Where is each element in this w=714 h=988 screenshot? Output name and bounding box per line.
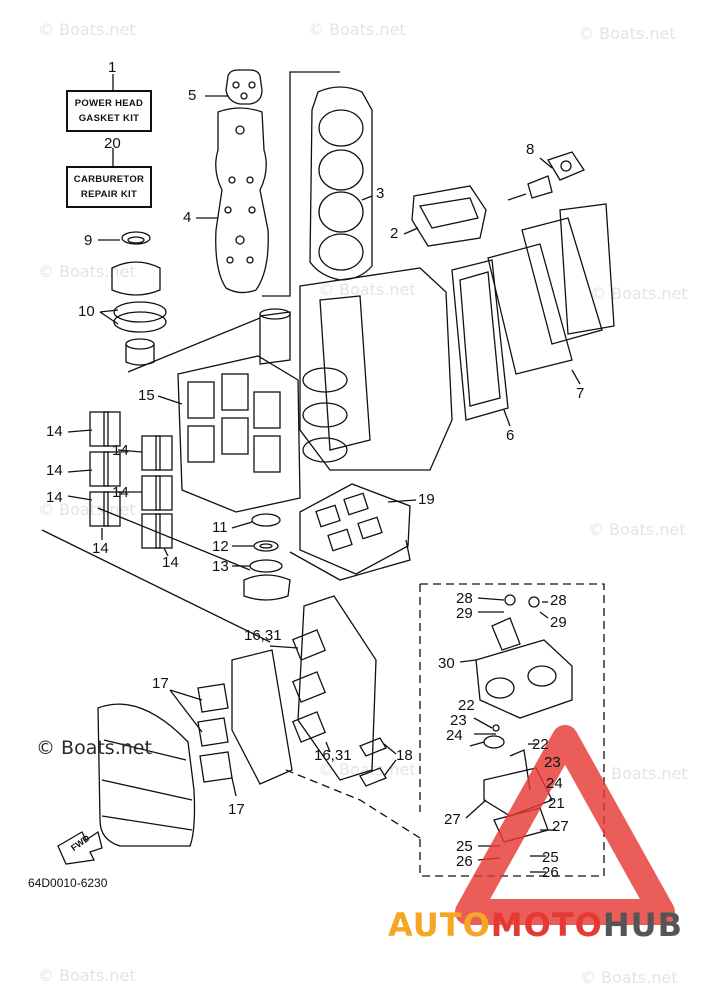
kit-line: GASKET KIT xyxy=(78,113,140,124)
callout-25: 25 xyxy=(456,838,473,855)
watermark: © Boats.net xyxy=(588,520,686,539)
callout-13: 13 xyxy=(212,558,229,575)
brand-part: HUB xyxy=(602,906,684,944)
callout-17: 17 xyxy=(152,675,169,692)
crankcase-part-15 xyxy=(177,355,301,513)
kit-line: POWER HEAD xyxy=(74,98,144,109)
callout-17: 17 xyxy=(228,801,245,818)
callout-23: 23 xyxy=(450,712,467,729)
watermark: © Boats.net xyxy=(308,20,406,39)
callout-14: 14 xyxy=(92,540,109,557)
watermark: © Boats.net xyxy=(590,764,688,783)
callout-14: 14 xyxy=(46,462,63,479)
watermark: © Boats.net xyxy=(318,760,416,779)
callout-12: 12 xyxy=(212,538,229,555)
callout-2: 2 xyxy=(390,225,399,242)
callout-21: 21 xyxy=(548,795,565,812)
callout-28: 28 xyxy=(456,590,473,607)
callout-14: 14 xyxy=(46,489,63,506)
cover-part-7 xyxy=(487,203,615,375)
cylinder-gasket-part-3 xyxy=(309,86,373,281)
callout-15: 15 xyxy=(138,387,155,404)
watermark: © Boats.net xyxy=(38,966,136,985)
callout-3: 3 xyxy=(376,185,385,202)
callout-28: 28 xyxy=(550,592,567,609)
carburetor-body xyxy=(475,594,573,719)
callout-27: 27 xyxy=(552,818,569,835)
callout-6: 6 xyxy=(506,427,515,444)
callout-30: 30 xyxy=(438,655,455,672)
callout-19: 19 xyxy=(418,491,435,508)
callout-24: 24 xyxy=(546,775,563,792)
callout-27: 27 xyxy=(444,811,461,828)
watermark: © Boats.net xyxy=(590,284,688,303)
watermark: © Boats.net xyxy=(318,280,416,299)
callout-20: 20 xyxy=(104,135,121,152)
copyright-text: © Boats.net xyxy=(36,737,152,759)
silencer-cover xyxy=(97,703,196,847)
callout-26: 26 xyxy=(542,864,559,881)
callout-16-31: 16,31 xyxy=(314,747,352,764)
watermark: © Boats.net xyxy=(38,262,136,281)
callout-25: 25 xyxy=(542,849,559,866)
intake-manifold-part-16 xyxy=(231,595,377,785)
callout-14: 14 xyxy=(112,442,129,459)
kit-line: REPAIR KIT xyxy=(80,189,138,200)
callout-23: 23 xyxy=(544,754,561,771)
watermark: © Boats.net xyxy=(580,968,678,987)
fwd-arrow xyxy=(57,830,103,865)
callout-22: 22 xyxy=(532,736,549,753)
callout-14: 14 xyxy=(112,484,129,501)
callout-24: 24 xyxy=(446,727,463,744)
gasket-part-19 xyxy=(289,483,411,581)
gasket-part-4 xyxy=(215,107,269,294)
kit-box-power-head-gasket: POWER HEAD GASKET KIT xyxy=(66,90,152,132)
brand-part: AUTO xyxy=(388,906,491,944)
watermark: © Boats.net xyxy=(38,500,136,519)
callout-7: 7 xyxy=(576,385,585,402)
kit-box-carburetor-repair: CARBURETOR REPAIR KIT xyxy=(66,166,152,208)
callout-10: 10 xyxy=(78,303,95,320)
callout-22: 22 xyxy=(458,697,475,714)
part-code: 64D0010-6230 xyxy=(28,876,108,890)
watermark: © Boats.net xyxy=(578,24,676,43)
callout-14: 14 xyxy=(46,423,63,440)
callout-18: 18 xyxy=(396,747,413,764)
brand-triangle-logo xyxy=(455,725,675,925)
brand-part: MOTO xyxy=(490,906,603,944)
callout-4: 4 xyxy=(183,209,192,226)
callout-8: 8 xyxy=(526,141,535,158)
callout-29: 29 xyxy=(456,605,473,622)
watermark: © Boats.net xyxy=(38,20,136,39)
callout-1: 1 xyxy=(108,59,117,76)
callout-9: 9 xyxy=(84,232,93,249)
gasket-part-6 xyxy=(451,259,509,421)
callout-29: 29 xyxy=(550,614,567,631)
callout-11: 11 xyxy=(212,519,228,536)
callout-5: 5 xyxy=(188,87,197,104)
callout-26: 26 xyxy=(456,853,473,870)
callout-14: 14 xyxy=(162,554,179,571)
callout-16-31: 16,31 xyxy=(244,627,282,644)
brand-wordmark: AUTOMOTOHUB xyxy=(388,906,683,944)
kit-line: CARBURETOR xyxy=(73,174,145,185)
cover-part-2 xyxy=(411,185,487,247)
thermostat-part-8 xyxy=(507,151,585,201)
engine-block xyxy=(259,267,453,471)
flange-part-5 xyxy=(225,69,263,105)
reed-valves-part-14 xyxy=(89,411,173,549)
